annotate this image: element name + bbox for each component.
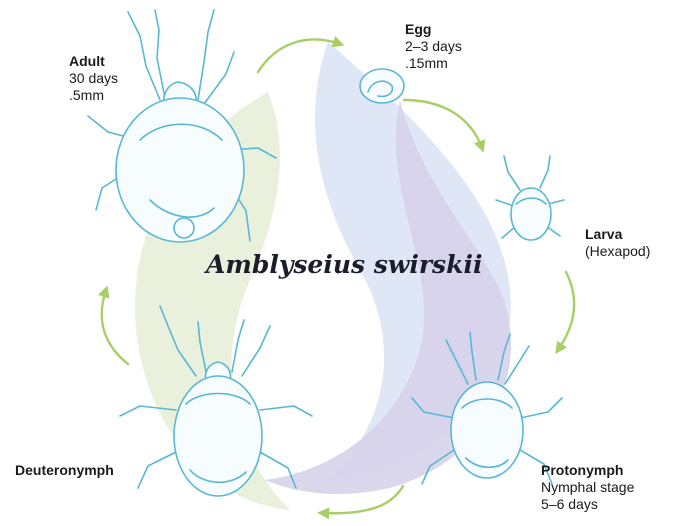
adult-stage-size: .5mm [69,87,118,104]
adult-stage-name: Adult [69,53,118,70]
egg-stage-label: Egg 2–3 days .15mm [405,21,462,72]
egg-illustration [360,69,404,103]
adult-stage-duration: 30 days [69,70,118,87]
deuteronymph-stage-label: Deuteronymph [15,462,114,479]
adult-stage-label: Adult 30 days .5mm [69,53,118,104]
egg-stage-name: Egg [405,21,462,38]
deuteronymph-stage-name: Deuteronymph [15,462,114,479]
larva-stage-label: Larva (Hexapod) [585,226,650,260]
larva-stage-name: Larva [585,226,650,243]
protonymph-stage-duration: 5–6 days [541,496,634,513]
larva-mite-illustration [496,156,564,240]
larva-stage-detail: (Hexapod) [585,243,650,260]
arrow-larva-to-protonymph [558,272,574,350]
protonymph-stage-label: Protonymph Nymphal stage 5–6 days [541,462,634,513]
egg-stage-size: .15mm [405,55,462,72]
egg-stage-duration: 2–3 days [405,38,462,55]
protonymph-stage-detail: Nymphal stage [541,479,634,496]
species-title: Amblyseius swirskii [206,250,482,279]
arrow-deuteronymph-to-adult [102,290,128,364]
protonymph-stage-name: Protonymph [541,462,634,479]
